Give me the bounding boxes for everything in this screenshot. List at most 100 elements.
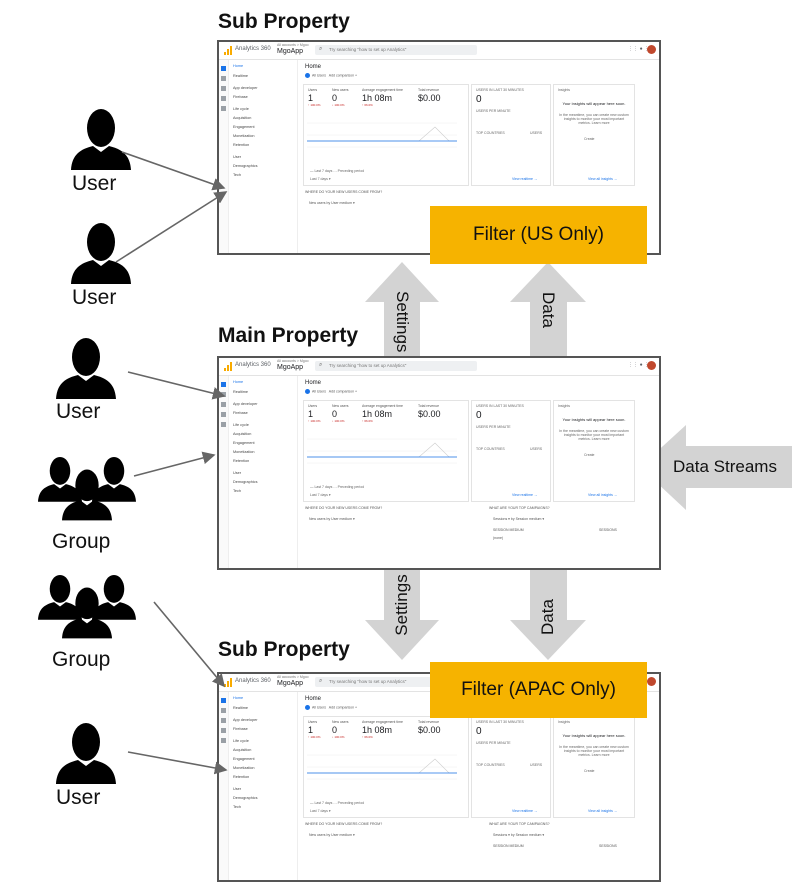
property-selector[interactable]: MgoApp <box>277 48 304 55</box>
nav-item-retention[interactable]: Retention <box>233 143 250 147</box>
property-selector[interactable]: MgoApp <box>277 680 304 687</box>
nav-item-user[interactable]: User <box>233 155 242 159</box>
apps-help-more-icons[interactable]: ⋮⋮ ● ⋮ <box>628 46 649 52</box>
top-countries: TOP COUNTRIES <box>476 447 505 451</box>
filter-apac-only-box: Filter (APAC Only) <box>430 662 647 718</box>
sessions-dropdown[interactable]: Sessions ▾ by Session medium ▾ <box>493 833 545 837</box>
view-realtime-link[interactable]: View realtime → <box>512 493 538 497</box>
realtime-title: USERS IN LAST 30 MINUTES <box>476 88 524 92</box>
nav-item-acquisition[interactable]: Acquisition <box>233 116 252 120</box>
breadcrumb[interactable]: All accounts > Mgoo <box>277 359 309 363</box>
nav-item-firebase[interactable]: Firebase <box>233 95 248 99</box>
nav-item-user[interactable]: User <box>233 471 242 475</box>
view-insights-link[interactable]: View all insights → <box>588 493 618 497</box>
search-input[interactable]: ⌕Try searching "how to set up Analytics" <box>315 361 477 371</box>
main-property-heading: Main Property <box>218 324 359 347</box>
product-name: Analytics 360 <box>235 362 271 368</box>
date-range[interactable]: Last 7 days ▾ <box>310 177 331 181</box>
comparison-chips[interactable]: All Users Add comparison + <box>305 389 357 394</box>
top-countries: TOP COUNTRIES <box>476 131 505 135</box>
nav-item-engagement[interactable]: Engagement <box>233 441 255 445</box>
nav-item-engagement[interactable]: Engagement <box>233 125 255 129</box>
search-input[interactable]: ⌕Try searching "how to set up Analytics" <box>315 677 477 687</box>
comparison-chips[interactable]: All Users Add comparison + <box>305 73 357 78</box>
nav-item-retention[interactable]: Retention <box>233 775 250 779</box>
nav-item-home[interactable]: Home <box>233 380 244 384</box>
avatar[interactable] <box>647 677 656 686</box>
insights-title: Your insights will appear here soon. <box>562 417 626 422</box>
nav-item-home[interactable]: Home <box>233 64 244 68</box>
overview-line-chart <box>307 122 457 148</box>
date-range[interactable]: Last 7 days ▾ <box>310 809 331 813</box>
property-selector[interactable]: MgoApp <box>277 364 304 371</box>
new-users-dropdown[interactable]: New users by User medium ▾ <box>309 833 355 837</box>
view-realtime-link[interactable]: View realtime → <box>512 809 538 813</box>
nav-item-life-cycle[interactable]: Life cycle <box>233 107 249 111</box>
avatar[interactable] <box>647 45 656 54</box>
new-users-dropdown[interactable]: New users by User medium ▾ <box>309 201 355 205</box>
nav-item-app-developer[interactable]: App developer <box>233 718 258 722</box>
breadcrumb[interactable]: All accounts > Mgoo <box>277 675 309 679</box>
nav-item-tech[interactable]: Tech <box>233 173 242 177</box>
apps-help-more-icons[interactable]: ⋮⋮ ● ⋮ <box>628 362 649 368</box>
nav-item-demographics[interactable]: Demographics <box>233 164 258 168</box>
avatar[interactable] <box>647 361 656 370</box>
nav-item-realtime[interactable]: Realtime <box>233 74 248 78</box>
nav-item-demographics[interactable]: Demographics <box>233 480 258 484</box>
nav-item-life-cycle[interactable]: Life cycle <box>233 739 249 743</box>
nav-item-acquisition[interactable]: Acquisition <box>233 748 252 752</box>
left-nav: Home Realtime App developer Firebase Lif… <box>229 60 298 253</box>
insights-card: Insights Your insights will appear here … <box>553 716 635 818</box>
left-nav: Home Realtime App developer Firebase Lif… <box>229 376 298 568</box>
where-new-users-title: WHERE DO YOUR NEW USERS COME FROM? <box>305 190 383 194</box>
nav-item-tech[interactable]: Tech <box>233 489 242 493</box>
sub-property-bottom-screenshot: Analytics 360 All accounts > Mgoo MgoApp… <box>217 672 661 882</box>
nav-item-app-developer[interactable]: App developer <box>233 402 258 406</box>
nav-item-firebase[interactable]: Firebase <box>233 411 248 415</box>
chart-legend: — Last 7 days - - Preceding period <box>310 485 365 489</box>
nav-item-realtime[interactable]: Realtime <box>233 390 248 394</box>
date-range[interactable]: Last 7 days ▾ <box>310 493 331 497</box>
nav-item-monetization[interactable]: Monetization <box>233 450 255 454</box>
nav-item-firebase[interactable]: Firebase <box>233 727 248 731</box>
nav-item-retention[interactable]: Retention <box>233 459 250 463</box>
comparison-chips[interactable]: All Users Add comparison + <box>305 705 357 710</box>
filter-us-only-box: Filter (US Only) <box>430 206 647 264</box>
nav-item-user[interactable]: User <box>233 787 242 791</box>
view-insights-link[interactable]: View all insights → <box>588 809 618 813</box>
nav-item-acquisition[interactable]: Acquisition <box>233 432 252 436</box>
insights-create-button[interactable]: Create <box>584 769 595 773</box>
nav-item-monetization[interactable]: Monetization <box>233 766 255 770</box>
view-insights-link[interactable]: View all insights → <box>588 177 618 181</box>
insights-create-button[interactable]: Create <box>584 453 595 457</box>
nav-item-tech[interactable]: Tech <box>233 805 242 809</box>
nav-item-home[interactable]: Home <box>233 696 244 700</box>
insights-create-button[interactable]: Create <box>584 137 595 141</box>
user-3-label: User <box>56 400 101 423</box>
view-realtime-link[interactable]: View realtime → <box>512 177 538 181</box>
nav-item-engagement[interactable]: Engagement <box>233 757 255 761</box>
insights-card: Insights Your insights will appear here … <box>553 400 635 502</box>
realtime-sub: USERS PER MINUTE <box>476 741 511 745</box>
settings-down-label: Settings <box>392 574 411 636</box>
realtime-card: USERS IN LAST 30 MINUTES 0 USERS PER MIN… <box>471 400 551 502</box>
data-streams-label: Data Streams <box>673 457 777 476</box>
sessions-dropdown[interactable]: Sessions ▾ by Session medium ▾ <box>493 517 545 521</box>
nav-item-monetization[interactable]: Monetization <box>233 134 255 138</box>
new-users-dropdown[interactable]: New users by User medium ▾ <box>309 517 355 521</box>
nav-item-app-developer[interactable]: App developer <box>233 86 258 90</box>
metric-revenue: Total revenue$0.00 <box>418 88 441 103</box>
realtime-value: 0 <box>476 726 482 737</box>
breadcrumb[interactable]: All accounts > Mgoo <box>277 43 309 47</box>
nav-item-demographics[interactable]: Demographics <box>233 796 258 800</box>
search-input[interactable]: ⌕Try searching "how to set up Analytics" <box>315 45 477 55</box>
session-medium-col: SESSION MEDIUM <box>493 528 524 532</box>
nav-item-realtime[interactable]: Realtime <box>233 706 248 710</box>
ga-topbar: Analytics 360 All accounts > Mgoo MgoApp… <box>219 42 659 60</box>
nav-item-life-cycle[interactable]: Life cycle <box>233 423 249 427</box>
page-title: Home <box>305 696 322 702</box>
